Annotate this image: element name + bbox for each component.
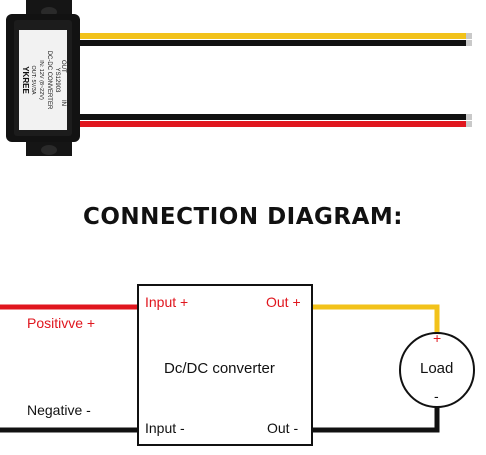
module-model: YS12903 [54,68,60,93]
positive-output-wire [312,304,440,333]
yellow-wire [60,33,470,39]
black-input-wire [60,114,470,120]
red-wire [60,121,470,127]
load-plus-label: + [433,330,442,346]
negative-output-wire [312,407,440,433]
product-photo: YS12903 DC-DC CONVERTER IN: 12V (8~22V) … [6,0,472,156]
input-negative-label: Input - [145,420,185,436]
load-minus-label: - [434,388,439,404]
black-output-wire [60,40,470,46]
module-brand: YKREE [21,66,30,94]
converter-module [6,0,80,156]
output-positive-label: Out + [266,294,301,310]
module-input-spec: IN: 12V (8~22V) [38,60,44,100]
converter-label: Dc/DC converter [164,360,275,377]
module-label [19,30,67,130]
input-wires [60,114,472,127]
negative-wire-label: Negative - [27,402,91,418]
positive-wire-label: Positivve + [27,315,96,331]
module-in-label: IN [60,100,66,106]
module-out-label: OUT [60,60,66,73]
input-positive-label: Input + [145,294,189,310]
load-label: Load [420,360,454,377]
output-negative-label: Out - [267,420,299,436]
connection-diagram-heading: CONNECTION DIAGRAM: [83,204,403,230]
output-wires [60,33,472,46]
module-title: DC-DC CONVERTER [46,51,52,110]
module-output-spec: OUT: 5V/3A [30,65,36,94]
